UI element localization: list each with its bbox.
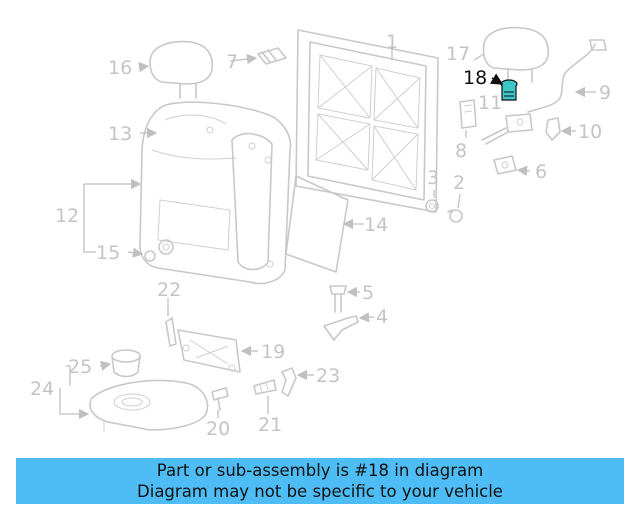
callout-25: 25: [68, 356, 92, 378]
bracket-8-part: [459, 99, 477, 129]
callout-13: 13: [108, 123, 132, 145]
callout-11: 11: [478, 92, 502, 114]
bolt-20-part: [211, 387, 229, 411]
callout-23: 23: [316, 365, 340, 387]
bolt-2-part: [447, 209, 463, 223]
callout-21: 21: [258, 414, 282, 436]
cup-holder-25-part: [111, 349, 141, 378]
callout-9: 9: [599, 82, 611, 104]
callout-2: 2: [453, 172, 465, 194]
callout-20: 20: [206, 418, 230, 440]
bolt-5-part: [329, 285, 347, 313]
armrest-bracket-19-part: [177, 329, 241, 373]
latch-10-part: [545, 117, 561, 141]
bolt-3-part: [425, 199, 439, 213]
callout-19: 19: [261, 341, 285, 363]
callout-24: 24: [30, 378, 54, 400]
callout-17: 17: [446, 43, 470, 65]
headrest-guide-part-highlighted: [500, 79, 518, 101]
hinge-4-part: [323, 315, 359, 341]
leader-lines: [59, 48, 596, 420]
bracket-22-part: [165, 317, 177, 347]
callout-5: 5: [362, 282, 374, 304]
callout-numbers: 1 2 3 4 5 6 7 8 9 10 11 12 13 14 15 16 1…: [30, 31, 611, 440]
callout-18-highlighted: 18: [463, 67, 487, 89]
callout-22: 22: [157, 279, 181, 301]
callout-1: 1: [386, 31, 398, 53]
latch-23-part: [281, 367, 297, 397]
callout-15: 15: [96, 242, 120, 264]
pivot-15-part: [144, 239, 174, 262]
callout-4: 4: [376, 306, 388, 328]
clip-7-part: [257, 47, 287, 65]
striker-6-part: [493, 155, 517, 175]
armrest-24-part: [89, 379, 209, 432]
banner-line-disclaimer: Diagram may not be specific to your vehi…: [137, 482, 503, 501]
headrest-left-part: [149, 40, 214, 99]
callout-16: 16: [108, 57, 132, 79]
callout-7: 7: [226, 51, 238, 73]
callout-3: 3: [427, 167, 439, 189]
callout-12: 12: [55, 205, 79, 227]
seatback-panel-part: [285, 175, 349, 273]
lock-11-part: [481, 113, 533, 145]
parts-diagram: 1 2 3 4 5 6 7 8 9 10 11 12 13 14 15 16 1…: [30, 26, 611, 440]
bolt-21-part: [253, 379, 277, 395]
callout-10: 10: [578, 121, 602, 143]
callout-8: 8: [455, 140, 467, 162]
info-banner: Part or sub-assembly is #18 in diagram D…: [16, 458, 624, 504]
headrest-right-part: [482, 26, 550, 83]
seatback-cushion-part: [139, 101, 292, 285]
callout-6: 6: [535, 161, 547, 183]
seatback-frame-part: [295, 29, 439, 213]
banner-line-part-number: Part or sub-assembly is #18 in diagram: [156, 461, 484, 480]
callout-14: 14: [364, 214, 388, 236]
cable-9-part: [527, 39, 607, 113]
